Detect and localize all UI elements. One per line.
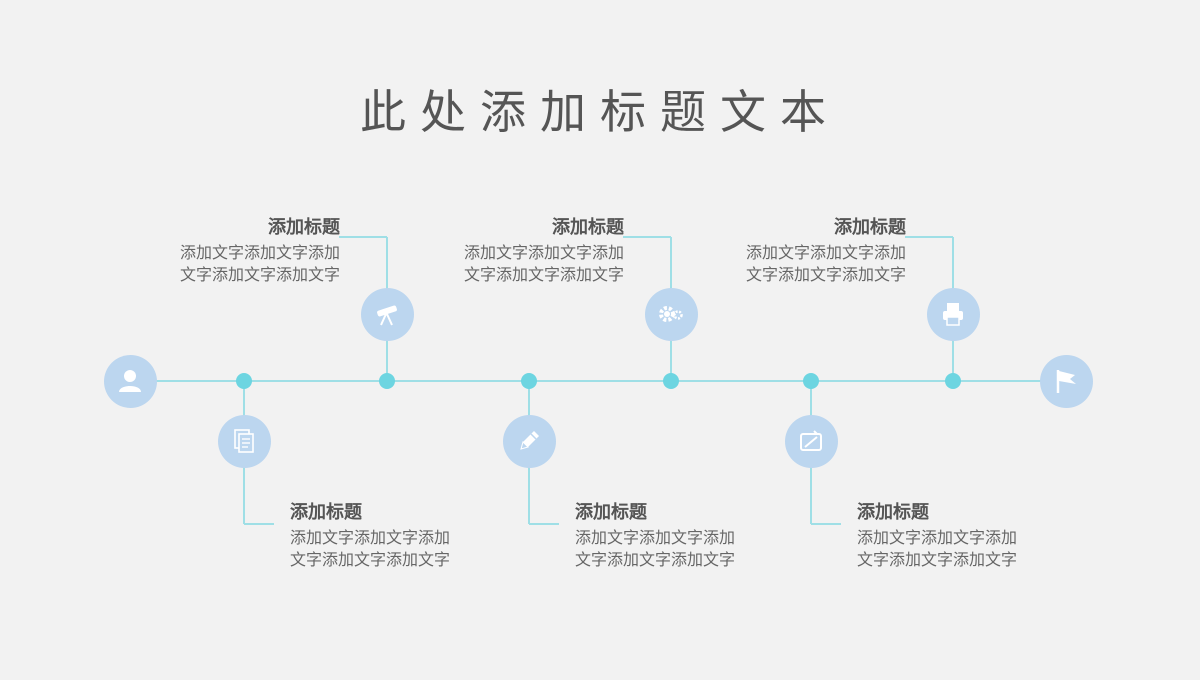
connector-stub-1 [244,523,274,525]
milestone-description-line1: 添加文字添加文字添加 [290,528,451,547]
documents-icon [229,426,259,456]
milestone-heading: 添加标题 [834,217,906,238]
timeline-axis [130,380,1066,382]
connector-stub-4 [623,236,671,238]
timeline-dot-3 [521,373,537,389]
milestone-text-4: 添加标题添加文字添加文字添加文字添加文字添加文字 [424,216,624,286]
telescope-icon-circle [360,287,414,341]
timeline-dot-2 [379,373,395,389]
milestone-description-line1: 添加文字添加文字添加 [575,528,736,547]
slide-title: 此处添加标题文本 [360,85,840,139]
milestone-heading: 添加标题 [575,502,647,523]
milestone-text-1: 添加标题添加文字添加文字添加文字添加文字添加文字 [290,501,490,571]
milestone-text-3: 添加标题添加文字添加文字添加文字添加文字添加文字 [575,501,775,571]
printer-icon [938,299,968,329]
milestone-description-line2: 文字添加文字添加文字 [179,265,340,284]
timeline-dot-6 [945,373,961,389]
connector-stub-2 [339,236,387,238]
tablet-icon [796,426,826,456]
milestone-heading: 添加标题 [857,502,929,523]
timeline-dot-1 [236,373,252,389]
milestone-description-line2: 文字添加文字添加文字 [575,550,736,569]
milestone-description-line1: 添加文字添加文字添加 [745,243,906,262]
connector-stub-6 [905,236,953,238]
user-icon-circle [103,354,157,408]
gears-icon-circle [644,287,698,341]
milestone-description-line1: 添加文字添加文字添加 [857,528,1018,547]
documents-icon-circle [217,414,271,468]
milestone-description-line2: 文字添加文字添加文字 [463,265,624,284]
milestone-text-6: 添加标题添加文字添加文字添加文字添加文字添加文字 [706,216,906,286]
milestone-description-line1: 添加文字添加文字添加 [463,243,624,262]
connector-stub-5 [811,523,841,525]
milestone-text-2: 添加标题添加文字添加文字添加文字添加文字添加文字 [140,216,340,286]
pencil-icon-circle [502,414,556,468]
milestone-description-line2: 文字添加文字添加文字 [745,265,906,284]
milestone-description-line2: 文字添加文字添加文字 [290,550,451,569]
milestone-heading: 添加标题 [290,502,362,523]
flag-icon [1051,366,1081,396]
milestone-heading: 添加标题 [268,217,340,238]
connector-stub-3 [529,523,559,525]
milestone-description-line2: 文字添加文字添加文字 [857,550,1018,569]
user-icon [115,366,145,396]
milestone-text-5: 添加标题添加文字添加文字添加文字添加文字添加文字 [857,501,1057,571]
tablet-icon-circle [784,414,838,468]
timeline-dot-5 [803,373,819,389]
telescope-icon [372,299,402,329]
timeline-dot-4 [663,373,679,389]
milestone-heading: 添加标题 [552,217,624,238]
milestone-description-line1: 添加文字添加文字添加 [179,243,340,262]
gears-icon [656,299,686,329]
flag-icon-circle [1039,354,1093,408]
pencil-icon [514,426,544,456]
printer-icon-circle [926,287,980,341]
